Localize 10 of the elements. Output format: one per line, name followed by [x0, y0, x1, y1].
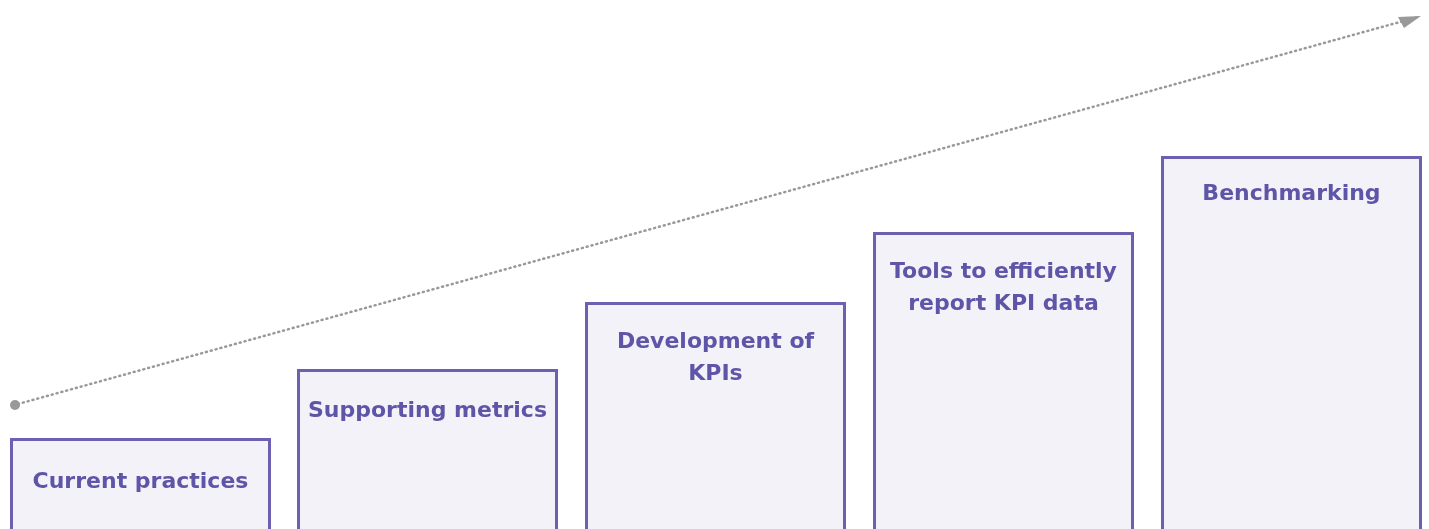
step-box: [1161, 156, 1422, 529]
step-label: Supporting metrics: [307, 396, 548, 424]
step-label: Current practices: [31, 467, 250, 495]
step-box: [873, 232, 1134, 529]
step-box: [10, 438, 271, 529]
step-label: Benchmarking: [1201, 179, 1382, 207]
step-label: Development of KPIs: [615, 327, 816, 387]
step-box: [297, 369, 558, 529]
step-box: [585, 302, 846, 529]
step-label: Tools to efficiently report KPI data: [889, 257, 1118, 317]
